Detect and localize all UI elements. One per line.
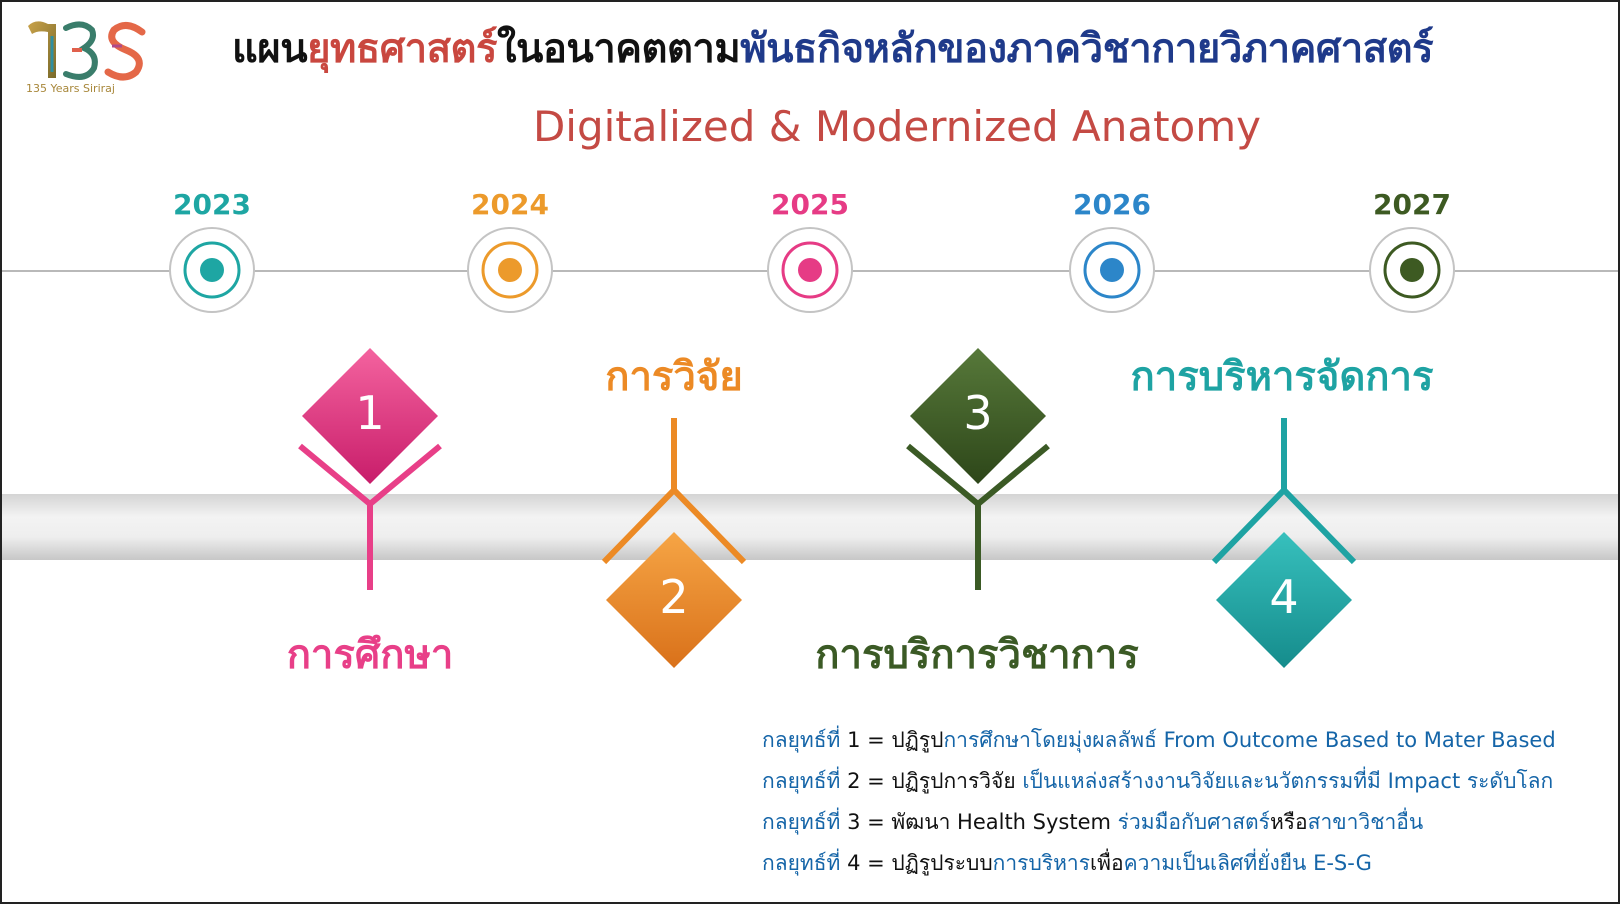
strategy-3-prefix: กลยุทธ์ที่ bbox=[762, 810, 841, 834]
timeline-marker-2025 bbox=[767, 227, 853, 313]
strategy-4: กลยุทธ์ที่ 4 = ปฏิรูประบบการบริหารเพื่อค… bbox=[762, 843, 1612, 884]
pillar-4-label: การบริหารจัดการ bbox=[1130, 354, 1434, 400]
year-2025: 2025 bbox=[771, 188, 849, 221]
pillar-1-label: การศึกษา bbox=[286, 632, 454, 678]
strategy-2: กลยุทธ์ที่ 2 = ปฏิรูปการวิจัย เป็นแหล่งส… bbox=[762, 761, 1612, 802]
strategy-1-text: การศึกษาโดยมุ่งผลลัพธ์ From Outcome Base… bbox=[943, 728, 1556, 752]
strategy-3-text: ร่วมมือกับศาสตร์ bbox=[1110, 810, 1270, 834]
strategy-4-connector: เพื่อ bbox=[1089, 851, 1124, 875]
year-2023: 2023 bbox=[173, 188, 251, 221]
page-subtitle: Digitalized & Modernized Anatomy bbox=[532, 102, 1262, 151]
strategy-3-connector: หรือ bbox=[1269, 810, 1308, 834]
page-title: แผนยุทธศาสตร์ในอนาคตตามพันธกิจหลักของภาค… bbox=[232, 16, 1562, 80]
pillar-band bbox=[2, 494, 1618, 560]
title-part-3: ในอนาคตตาม bbox=[497, 26, 741, 72]
strategy-4-eq: 4 = ปฏิรูประบบ bbox=[847, 851, 993, 875]
timeline-marker-2026 bbox=[1069, 227, 1155, 313]
strategy-list: กลยุทธ์ที่ 1 = ปฏิรูปการศึกษาโดยมุ่งผลลั… bbox=[762, 720, 1612, 884]
timeline-marker-2023 bbox=[169, 227, 255, 313]
timeline-marker-2027 bbox=[1369, 227, 1455, 313]
year-2024: 2024 bbox=[471, 188, 549, 221]
title-part-1: แผน bbox=[232, 26, 308, 72]
pillar-3-diamond bbox=[910, 348, 1046, 484]
connector-2 bbox=[602, 418, 746, 565]
connector-3 bbox=[906, 443, 1050, 590]
connector-4 bbox=[1212, 418, 1356, 565]
pillar-3-number: 3 bbox=[963, 386, 993, 440]
siriraj-135-logo: 135 Years Siriraj bbox=[22, 16, 152, 106]
strategy-1-eq: 1 = ปฏิรูป bbox=[847, 728, 944, 752]
year-2027: 2027 bbox=[1373, 188, 1451, 221]
strategy-4-text2: ความเป็นเลิศที่ยั่งยืน E-S-G bbox=[1123, 851, 1372, 875]
strategy-1: กลยุทธ์ที่ 1 = ปฏิรูปการศึกษาโดยมุ่งผลลั… bbox=[762, 720, 1612, 761]
pillar-2-number: 2 bbox=[659, 570, 689, 624]
strategy-2-text: เป็นแหล่งสร้างงานวิจัยและนวัตกรรมที่มี I… bbox=[1015, 769, 1554, 793]
strategy-3-eq: 3 = พัฒนา Health System bbox=[847, 810, 1111, 834]
pillar-1-number: 1 bbox=[355, 386, 385, 440]
strategy-4-text: การบริหาร bbox=[992, 851, 1090, 875]
strategy-3-text2: สาขาวิชาอื่น bbox=[1307, 810, 1424, 834]
strategy-2-eq: 2 = ปฏิรูปการวิจัย bbox=[847, 769, 1016, 793]
title-part-4: พันธกิจหลักของภาควิชากายวิภาคศาสตร์ bbox=[740, 26, 1434, 72]
logo-mark-image bbox=[28, 21, 146, 81]
logo-caption: 135 Years Siriraj bbox=[26, 82, 115, 95]
connector-1 bbox=[298, 443, 442, 590]
timeline-marker-2024 bbox=[467, 227, 553, 313]
pillar-4-number: 4 bbox=[1269, 570, 1299, 624]
title-part-2: ยุทธศาสตร์ bbox=[307, 26, 498, 72]
pillar-4-diamond bbox=[1216, 532, 1352, 668]
strategy-1-prefix: กลยุทธ์ที่ bbox=[762, 728, 841, 752]
strategy-2-prefix: กลยุทธ์ที่ bbox=[762, 769, 841, 793]
pillar-2-label: การวิจัย bbox=[605, 354, 743, 400]
strategy-3: กลยุทธ์ที่ 3 = พัฒนา Health System ร่วมม… bbox=[762, 802, 1612, 843]
year-2026: 2026 bbox=[1073, 188, 1151, 221]
strategy-4-prefix: กลยุทธ์ที่ bbox=[762, 851, 841, 875]
pillar-1-diamond bbox=[302, 348, 438, 484]
pillar-3-label: การบริการวิชาการ bbox=[815, 632, 1139, 678]
pillar-2-diamond bbox=[606, 532, 742, 668]
